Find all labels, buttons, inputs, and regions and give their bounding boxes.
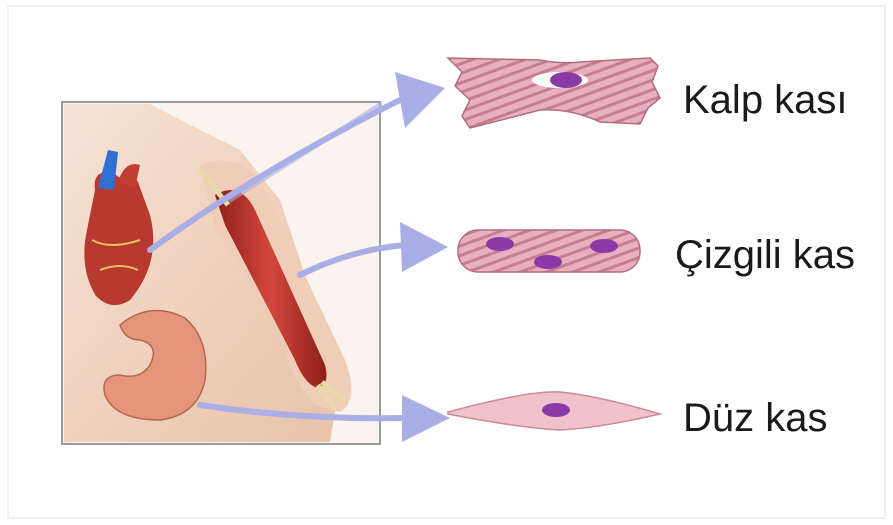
skeletal-muscle-cell (458, 230, 640, 272)
skeletal-nucleus-2 (534, 255, 562, 269)
cardiac-nucleus (550, 72, 582, 88)
skeletal-nucleus-1 (486, 237, 514, 251)
label-smooth-muscle: Düz kas (683, 398, 828, 438)
skeletal-nucleus-3 (590, 239, 618, 253)
label-skeletal-muscle: Çizgili kas (675, 235, 855, 275)
smooth-muscle-cell (448, 392, 660, 430)
body-illustration (62, 102, 380, 444)
cardiac-muscle-cell (448, 58, 660, 128)
label-cardiac-muscle: Kalp kası (683, 80, 848, 120)
smooth-nucleus (542, 403, 570, 417)
